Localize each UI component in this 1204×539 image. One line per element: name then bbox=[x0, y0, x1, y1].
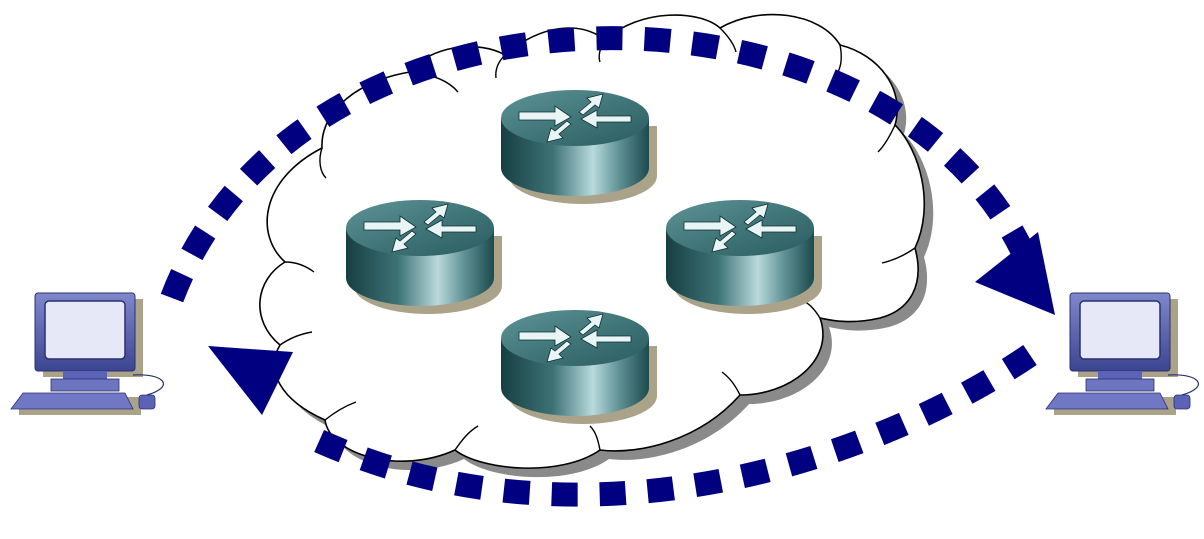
router-bottom-router-icon bbox=[501, 310, 657, 424]
router-left-router-icon bbox=[346, 200, 502, 314]
flow-arrow-host-left-to-host-right bbox=[160, 26, 1055, 315]
host-right-computer-icon bbox=[1045, 292, 1199, 415]
arrowhead-icon bbox=[975, 232, 1055, 315]
router-right-router-icon bbox=[666, 200, 822, 314]
router-top-router-icon bbox=[501, 90, 657, 204]
host-left-computer-icon bbox=[10, 292, 164, 415]
cloud-icon bbox=[259, 13, 934, 478]
flow-arrow-host-right-to-host-left bbox=[208, 345, 1037, 507]
arrowhead-icon bbox=[208, 346, 293, 415]
